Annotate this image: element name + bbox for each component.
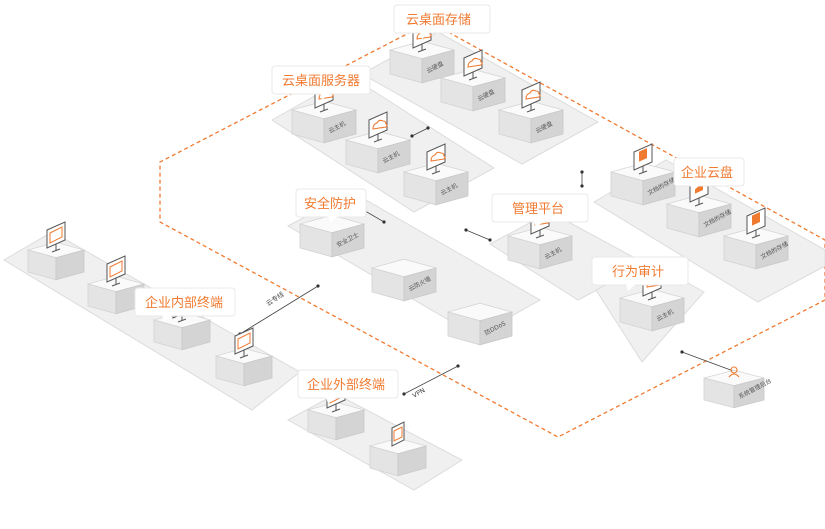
file-icon — [633, 143, 653, 175]
group-title-security: 安全防护 — [304, 196, 356, 212]
security-guard: 安全卫士 — [298, 214, 366, 258]
group-tag-management: 管理平台 — [491, 193, 589, 228]
cloud-disk-3: 云硬盘 — [497, 81, 565, 144]
file-storage-3: 文档的存储 — [722, 207, 790, 270]
external-terminal-2 — [368, 421, 428, 477]
group-tag-servers: 云桌面服务器 — [271, 65, 371, 100]
cloud-firewall: 云防火墙 — [370, 258, 438, 302]
user-icon — [728, 366, 740, 378]
file-storage-1: 文档的存储 — [609, 143, 677, 206]
group-tag-storage: 云桌面存储 — [393, 4, 491, 39]
connector-operator-audit — [681, 351, 737, 373]
group-tag-audit: 行为审计 — [591, 256, 689, 291]
connector-servers-management — [465, 229, 491, 241]
group-tag-external: 企业外部终端 — [297, 369, 399, 404]
mgmt-cloud-host: 云主机 — [506, 207, 574, 270]
file-storage-2: 文档的存储 — [665, 175, 733, 238]
anti-ddos: 防DDoS — [446, 302, 514, 346]
operator-console: 系统管理后台 — [703, 366, 773, 409]
connector-internal-security — [239, 285, 319, 335]
monitor-icon — [234, 327, 254, 359]
group-tag-security: 安全防护 — [295, 188, 367, 223]
cloud-server-icon — [463, 49, 483, 81]
cloud-server-icon — [521, 81, 541, 113]
private-cloud-boundary — [159, 21, 825, 438]
cloud-server-icon — [368, 111, 388, 143]
group-title-audit: 行为审计 — [612, 265, 664, 280]
tablet-icon — [391, 421, 405, 447]
file-icon — [746, 207, 766, 239]
cloud-host-2: 云主机 — [344, 111, 412, 174]
monitor-icon — [46, 221, 66, 253]
group-tag-enterprise-disk: 企业云盘 — [673, 157, 745, 192]
connector-storage-servers — [411, 127, 429, 137]
internal-terminal-4 — [214, 327, 274, 387]
group-title-management: 管理平台 — [512, 202, 564, 217]
cloud-server-icon — [426, 143, 446, 175]
group-tag-internal: 企业内部终端 — [134, 287, 236, 322]
group-title-enterprise-disk: 企业云盘 — [681, 165, 733, 181]
internal-terminal-2 — [86, 255, 146, 315]
connector-label-vpn: VPN — [411, 386, 427, 400]
connector-label-dedicated-line: 云专线 — [264, 289, 286, 307]
cloud-disk-2: 云硬盘 — [439, 49, 507, 112]
group-title-servers: 云桌面服务器 — [282, 73, 360, 89]
group-title-internal: 企业内部终端 — [145, 295, 223, 311]
monitor-icon — [106, 255, 126, 287]
internal-terminal-1 — [26, 221, 86, 281]
connector-external-security — [403, 365, 459, 395]
group-title-external: 企业外部终端 — [307, 377, 385, 393]
group-title-storage: 云桌面存储 — [406, 13, 471, 28]
cloud-host-3: 云主机 — [402, 143, 470, 206]
